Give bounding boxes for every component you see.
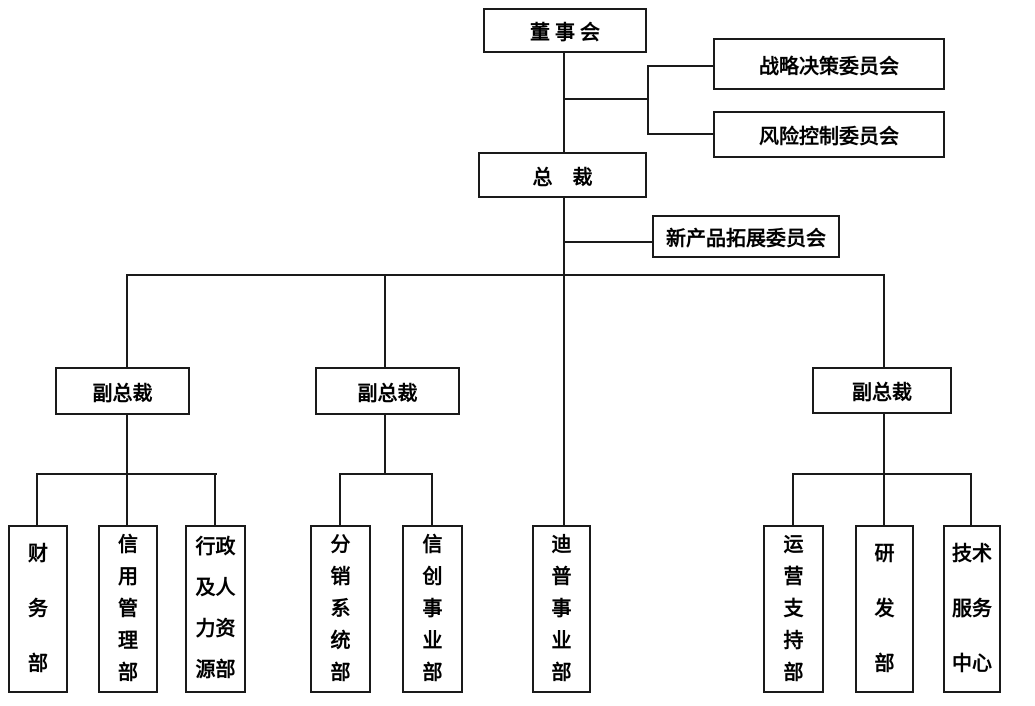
node-dept-dipu-business: 迪 普 事 业 部 [532, 525, 591, 693]
node-vp-1: 副总裁 [55, 367, 190, 415]
node-new-product-committee-label: 新产品拓展委员会 [666, 228, 826, 250]
node-dept-admin-hr: 行政 及人 力资 源部 [185, 525, 246, 693]
node-dept-tech-service-center-label: 技术 服务 中心 [952, 542, 992, 675]
node-dept-dipu-business-label: 迪 普 事 业 部 [551, 534, 572, 684]
node-president: 总 裁 [478, 152, 647, 198]
connector-finance-drop [36, 473, 38, 526]
node-board-label: 董 事 会 [530, 22, 600, 44]
connector-board-president [563, 52, 565, 153]
connector-vp1-stub [126, 414, 128, 474]
connector-admin-drop [214, 473, 216, 526]
node-dept-distribution-system: 分 销 系 统 部 [310, 525, 371, 693]
connector-techcenter-drop [970, 473, 972, 526]
connector-distribution-drop [339, 473, 341, 526]
node-dept-xinchuang-business-label: 信 创 事 业 部 [422, 534, 443, 684]
node-dept-rnd: 研 发 部 [855, 525, 914, 693]
node-dept-distribution-system-label: 分 销 系 统 部 [330, 534, 351, 684]
connector-main-distribution [126, 274, 885, 276]
connector-credit-drop [126, 473, 128, 526]
connector-vp2-children [339, 473, 433, 475]
connector-vp2-stub [384, 414, 386, 474]
connector-xinchuang-drop [431, 473, 433, 526]
connector-committee-branch [563, 98, 649, 100]
node-vp-3: 副总裁 [812, 367, 952, 414]
node-vp-3-label: 副总裁 [852, 382, 912, 404]
node-dept-credit-management: 信 用 管 理 部 [98, 525, 158, 693]
connector-president-trunk [563, 198, 565, 527]
node-dept-xinchuang-business: 信 创 事 业 部 [402, 525, 463, 693]
node-dept-rnd-label: 研 发 部 [874, 542, 895, 675]
node-strategy-committee-label: 战略决策委员会 [759, 55, 899, 78]
connector-committee-spine [647, 65, 649, 135]
connector-newproduct-stub [563, 241, 653, 243]
connector-vp3-stub [883, 413, 885, 474]
node-dept-operations-support-label: 运 营 支 持 部 [783, 534, 804, 684]
node-new-product-committee: 新产品拓展委员会 [652, 215, 840, 258]
connector-vp3-drop [883, 274, 885, 368]
node-dept-operations-support: 运 营 支 持 部 [763, 525, 824, 693]
node-risk-committee: 风险控制委员会 [713, 111, 945, 158]
node-dept-credit-management-label: 信 用 管 理 部 [118, 534, 138, 684]
node-dept-admin-hr-label: 行政 及人 力资 源部 [195, 536, 236, 681]
node-strategy-committee: 战略决策委员会 [713, 38, 945, 90]
node-vp-2-label: 副总裁 [357, 382, 418, 405]
node-risk-committee-label: 风险控制委员会 [759, 126, 899, 148]
connector-vp2-drop [384, 274, 386, 368]
node-dept-finance-label: 财 务 部 [28, 542, 48, 675]
connector-rnd-drop [883, 473, 885, 526]
connector-strategy-stub [647, 65, 714, 67]
node-president-label: 总 裁 [532, 166, 593, 189]
connector-vp1-drop [126, 274, 128, 368]
node-board: 董 事 会 [483, 8, 647, 53]
connector-operations-drop [792, 473, 794, 526]
node-vp-2: 副总裁 [315, 367, 460, 415]
connector-risk-stub [647, 133, 714, 135]
node-vp-1-label: 副总裁 [92, 382, 153, 405]
connector-vp3-children [792, 473, 972, 475]
node-dept-tech-service-center: 技术 服务 中心 [943, 525, 1001, 693]
node-dept-finance: 财 务 部 [8, 525, 68, 693]
